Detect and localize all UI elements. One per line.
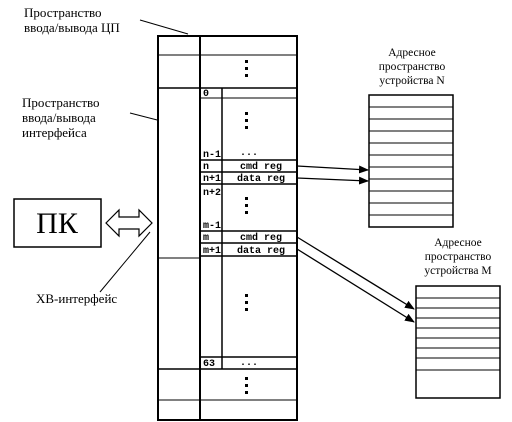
row-index-0: 0 [203,89,209,100]
vertical-ellipsis-bottom [245,377,248,394]
register-arrows [296,165,415,323]
vertical-ellipsis-top [245,60,248,77]
xb-interface-leader [99,231,151,293]
cpu-io-space-label-line1: Пространство [24,5,102,20]
pc-interface-double-arrow [105,208,153,238]
device-m-label-line3: устройства M [424,265,491,277]
iface-io-space-label-line3: интерфейса [22,125,87,140]
arrow-cmd-reg-m [296,236,415,310]
device-n-label-line3: устройства N [379,75,445,87]
cpu-address-column [157,35,298,421]
row-ellipsis-63: ... [240,358,258,369]
row-register-m: cmd reg [240,232,282,244]
xb-interface-label: ХВ-интерфейс [36,291,117,306]
cpu-io-space-leader [139,19,189,35]
row-index-n-plus-1: n+1 [203,174,221,185]
device-m-label-line2: пространство [425,251,492,263]
device-n-label-line2: пространство [379,61,446,73]
row-index-n-minus-1: n-1 [203,150,221,161]
row-index-m-plus-1: m+1 [203,246,221,257]
row-index-m-minus-1: m-1 [203,221,221,232]
arrow-cmd-reg-n [296,165,369,174]
arrow-data-reg-m [296,248,415,323]
device-m-address-space [415,285,501,399]
row-ellipsis-n-minus-1: ... [240,148,258,159]
iface-io-space-label-line2: ввода/вывода [22,110,96,125]
row-register-n: cmd reg [240,161,282,173]
device-m-label-line1: Адресное [434,237,482,249]
cpu-io-space-label-line2: ввода/вывода ЦП [24,20,120,35]
row-index-n-plus-2: n+2 [203,188,221,199]
row-index-63: 63 [203,359,215,370]
device-n-label-line1: Адресное [388,47,436,59]
iface-io-space-label-line1: Пространство [22,95,100,110]
arrow-data-reg-n [296,176,369,185]
vertical-ellipsis-iface-3 [245,294,248,311]
row-index-n: n [203,162,209,173]
row-register-m-plus-1: data reg [237,245,285,257]
interface-address-space: 0 n-1 ... n cmd reg n+1 data reg n+2 m-1… [200,88,297,370]
vertical-ellipsis-iface-1 [245,112,248,129]
vertical-ellipsis-iface-2 [245,197,248,214]
row-register-n-plus-1: data reg [237,173,285,185]
device-n-address-space [368,94,454,228]
pc-block: ПК [13,198,102,248]
row-index-m: m [203,233,209,244]
pc-label: ПК [36,207,79,240]
